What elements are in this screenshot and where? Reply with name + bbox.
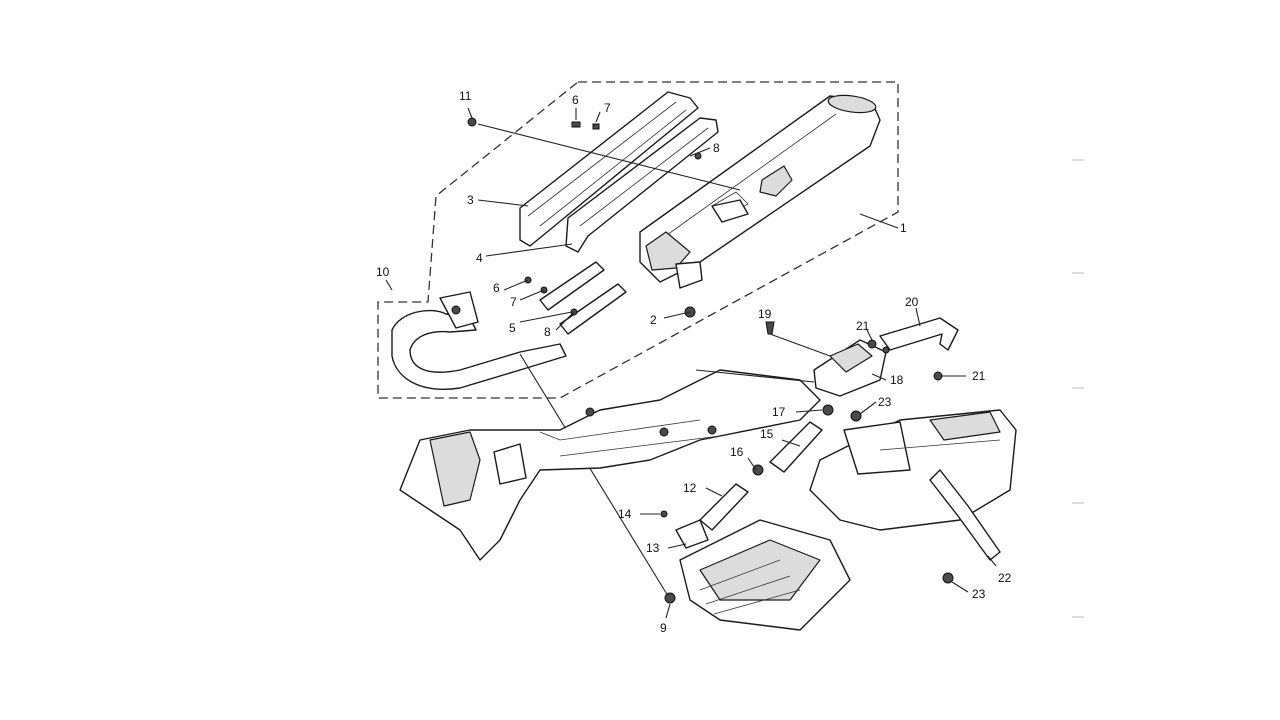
hose-15 [769,404,834,473]
heat-shield-inner [565,117,719,253]
hose-20 [879,317,959,351]
callout-labels: 1 2 3 4 5 6 6 7 7 8 8 9 10 11 12 13 14 1… [376,89,1012,635]
callout-10: 10 [376,265,390,279]
muffler-assembly-boundary [377,81,899,399]
mounting-brackets [524,261,696,335]
callout-21-upper: 21 [856,319,870,333]
callout-21-right: 21 [972,369,986,383]
callout-19: 19 [758,307,772,321]
small-fittings [765,321,954,584]
callout-12: 12 [683,481,697,495]
leader-lines [385,107,997,619]
callout-8-top: 8 [713,141,720,155]
callout-6-lower: 6 [493,281,500,295]
edge-marks [1072,159,1084,618]
callout-5: 5 [509,321,516,335]
engine-cylinder-head [664,519,851,631]
callout-14: 14 [618,507,632,521]
leader-bolt-9 [519,353,669,597]
callout-15: 15 [760,427,774,441]
hose-22 [929,469,1001,561]
callout-17: 17 [772,405,786,419]
callout-20: 20 [905,295,919,309]
hose-12 [699,464,764,531]
callout-7-top: 7 [604,101,611,115]
callout-22: 22 [998,571,1012,585]
callout-18: 18 [890,373,904,387]
callout-3: 3 [467,193,474,207]
callout-2: 2 [650,313,657,327]
frame [399,369,821,561]
callout-13: 13 [646,541,660,555]
callout-23-upper: 23 [878,395,892,409]
reed-valve-18 [695,339,887,397]
callout-4: 4 [476,251,483,265]
callout-7-lower: 7 [510,295,517,309]
callout-11: 11 [459,89,472,103]
callout-1: 1 [900,221,907,235]
callout-6-top: 6 [572,93,579,107]
callout-16: 16 [730,445,744,459]
pipe-13 [660,510,709,549]
callout-9: 9 [660,621,667,635]
fasteners-top [571,121,702,160]
muffler-body [639,94,881,289]
callout-23-lower: 23 [972,587,986,601]
air-cleaner-box [809,409,1017,531]
exhaust-header-pipe [391,291,567,390]
callout-8-lower: 8 [544,325,551,339]
heat-shield-outer [519,91,699,247]
